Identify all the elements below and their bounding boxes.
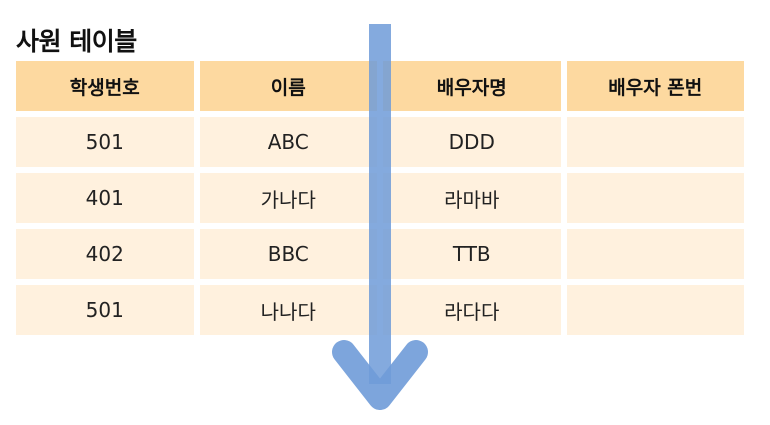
arrow-head [332,340,428,410]
page-title: 사원 테이블 [16,27,137,56]
header-cell-spouse-phone: 배우자 폰번 [566,61,744,111]
header-cell-name: 이름 [199,61,377,111]
table-cell: ABC [199,117,377,167]
table-cell [566,229,744,279]
table-row: 401 가나다 라마바 [16,173,744,223]
table-cell: 라다다 [383,285,561,335]
table-header-row: 학생번호 이름 배우자명 배우자 폰번 [16,61,744,111]
table-cell: 501 [16,285,194,335]
table-cell: BBC [199,229,377,279]
table-cell [566,173,744,223]
table-row: 501 ABC DDD [16,117,744,167]
header-cell-student-number: 학생번호 [16,61,194,111]
table-cell: 가나다 [199,173,377,223]
table-cell: 401 [16,173,194,223]
employee-table: 학생번호 이름 배우자명 배우자 폰번 501 ABC DDD 401 가나다 … [16,61,744,341]
table-cell [566,285,744,335]
header-cell-spouse-name: 배우자명 [383,61,561,111]
table-cell: DDD [383,117,561,167]
table-cell: 501 [16,117,194,167]
table-row: 402 BBC TTB [16,229,744,279]
table-cell: 라마바 [383,173,561,223]
table-cell: 나나다 [199,285,377,335]
table-cell: TTB [383,229,561,279]
table-cell: 402 [16,229,194,279]
table-row: 501 나나다 라다다 [16,285,744,335]
table-cell [566,117,744,167]
